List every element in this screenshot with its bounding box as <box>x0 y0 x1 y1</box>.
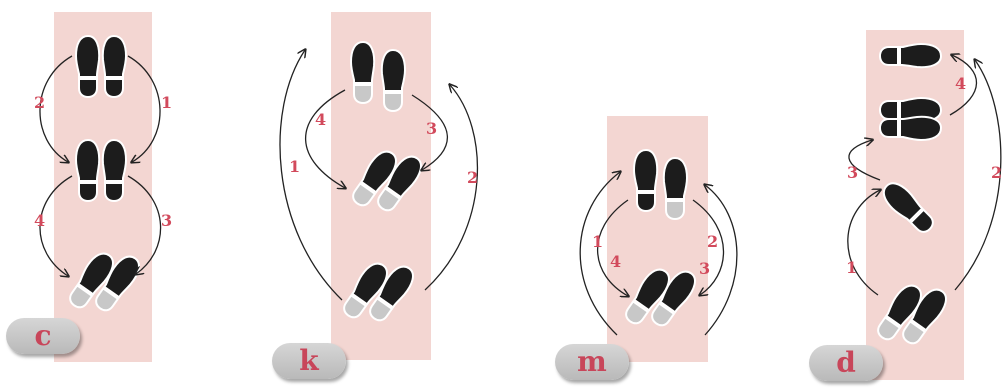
c-step-4: 4 <box>34 211 45 230</box>
c-step-2: 2 <box>34 93 45 112</box>
d-step-3: 3 <box>847 163 858 182</box>
panel-d-footprints <box>871 43 953 349</box>
k-step-1: 1 <box>289 157 300 176</box>
d-step-1: 1 <box>846 258 857 277</box>
panel-label-c-text: c <box>34 319 52 352</box>
panel-m-arrows <box>579 172 738 336</box>
d-step-2: 2 <box>991 163 1002 182</box>
step-numbers: 1 2 3 4 1 2 3 4 1 2 3 4 1 2 3 4 <box>34 74 1002 278</box>
panel-label-k-text: k <box>299 344 319 377</box>
d-step-4: 4 <box>955 74 966 93</box>
panel-label-d-text: d <box>836 346 856 379</box>
panel-label-c: c <box>6 318 80 354</box>
m-step-1: 1 <box>592 232 603 251</box>
panel-c-arrows <box>39 55 162 276</box>
c-step-1: 1 <box>161 93 172 112</box>
panel-m-footprints <box>619 149 702 331</box>
panel-k-footprints <box>337 41 428 326</box>
panel-label-d: d <box>809 345 883 381</box>
panel-c-footprints <box>63 35 146 316</box>
panel-d-arrows <box>847 55 1002 296</box>
k-step-3: 3 <box>426 119 437 138</box>
m-step-2: 2 <box>707 232 718 251</box>
c-step-3: 3 <box>161 211 172 230</box>
panel-label-m-text: m <box>577 345 607 378</box>
k-step-4: 4 <box>315 110 326 129</box>
panel-label-k: k <box>272 343 346 379</box>
k-step-2: 2 <box>467 168 478 187</box>
m-step-3: 3 <box>699 259 710 278</box>
panel-label-m: m <box>555 344 629 380</box>
panel-k-arrows <box>279 50 479 301</box>
m-step-4: 4 <box>610 252 621 271</box>
